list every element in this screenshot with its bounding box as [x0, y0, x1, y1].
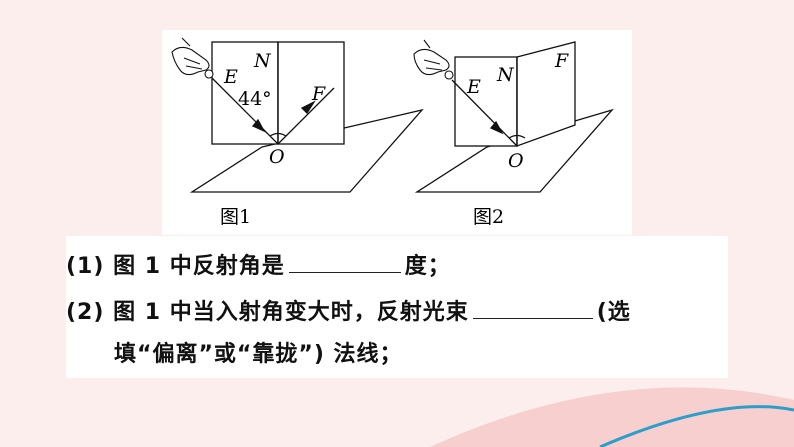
- label-n-fig1: N: [254, 50, 271, 72]
- screen-left-panel: [211, 41, 279, 145]
- question-2-tail: (选: [596, 300, 631, 325]
- hand-drawing-2: [413, 39, 454, 80]
- label-f-fig2: F: [555, 50, 569, 72]
- mirror-plane: [189, 108, 424, 193]
- label-n-fig2: N: [497, 64, 514, 86]
- figure-panel: E N 44° F O 图1 E N F O 图2: [162, 30, 632, 235]
- reflected-arrow: [300, 100, 316, 115]
- question-2-text: 图 1 中当入射角变大时，反射光束: [113, 300, 469, 325]
- answer-blank-1[interactable]: [288, 252, 401, 273]
- incident-arrow-2: [489, 120, 504, 135]
- question-1: (1) 图 1 中反射角是 度；: [66, 248, 451, 280]
- answer-blank-2[interactable]: [472, 298, 593, 319]
- question-1-number: (1): [66, 254, 105, 279]
- screen-right-panel: [277, 41, 345, 145]
- incident-ray-2: [451, 79, 518, 147]
- incident-ray: [211, 77, 279, 145]
- figure-1: [171, 37, 424, 193]
- label-angle-fig1: 44°: [238, 88, 272, 110]
- label-f-fig1: F: [312, 83, 326, 105]
- question-1-text: 图 1 中反射角是: [113, 254, 285, 279]
- question-2-options: 填“偏离”或“靠拢”) 法线；: [114, 342, 403, 367]
- reflected-ray: [277, 87, 335, 145]
- question-1-unit: 度；: [404, 254, 451, 279]
- reflection-experiment-diagram: [171, 37, 614, 193]
- question-2-number: (2): [66, 300, 105, 325]
- label-e-fig1: E: [224, 66, 238, 88]
- angle-arc-2: [508, 134, 526, 139]
- question-2: (2) 图 1 中当入射角变大时，反射光束 (选: [66, 294, 631, 326]
- label-o-fig2: O: [508, 150, 524, 172]
- caption-fig1: 图1: [220, 206, 252, 228]
- angle-arc: [269, 132, 287, 137]
- screen-left-panel-2: [454, 56, 518, 147]
- question-2-continuation: 填“偏离”或“靠拢”) 法线；: [114, 336, 403, 368]
- incident-arrow: [251, 118, 266, 133]
- caption-fig2: 图2: [473, 206, 505, 228]
- label-e-fig2: E: [467, 76, 481, 98]
- figure-2: [413, 39, 614, 193]
- hand-drawing: [171, 37, 214, 79]
- question-panel: (1) 图 1 中反射角是度； (2) 图 1 中当入射角变大时，反射光束(选 …: [66, 236, 728, 378]
- label-o-fig1: O: [269, 146, 285, 168]
